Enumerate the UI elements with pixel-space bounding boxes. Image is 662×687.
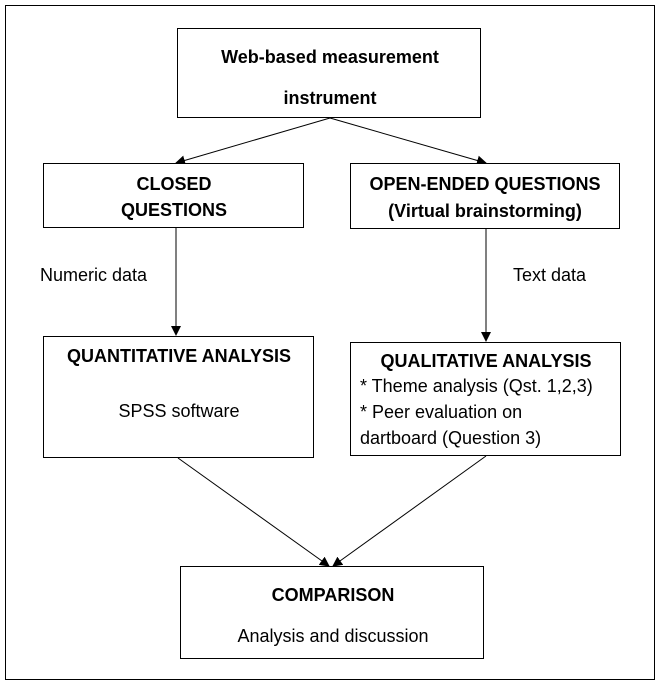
qualitative-analysis-item-1: * Theme analysis (Qst. 1,2,3) (360, 376, 593, 396)
open-questions-line1: OPEN-ENDED QUESTIONS (369, 174, 601, 194)
qualitative-analysis-title: QUALITATIVE ANALYSIS (380, 351, 592, 371)
diagram-frame (5, 5, 655, 680)
comparison-body: Analysis and discussion (237, 626, 429, 646)
text-data-label: Text data (513, 265, 587, 285)
closed-questions-line1: CLOSED (136, 174, 212, 194)
arrow-top-to-closed (175, 117, 331, 166)
numeric-data-label: Numeric data (40, 265, 148, 285)
quantitative-analysis-title: QUANTITATIVE ANALYSIS (66, 346, 292, 366)
open-questions-box (350, 163, 620, 229)
arrow-qual-to-comparison (332, 455, 487, 567)
instrument-title-line1: Web-based measurement (221, 47, 439, 67)
quantitative-analysis-box (43, 336, 314, 458)
qualitative-analysis-item-2: * Peer evaluation on (360, 402, 523, 422)
instrument-box (177, 28, 481, 118)
quantitative-analysis-body: SPSS software (118, 401, 240, 421)
qualitative-analysis-box (350, 342, 621, 456)
closed-questions-box (43, 163, 304, 228)
instrument-title-line2: instrument (283, 88, 377, 108)
open-questions-line2: (Virtual brainstorming) (388, 201, 582, 221)
closed-questions-line2: QUESTIONS (120, 200, 228, 220)
qualitative-analysis-item-2-cont: dartboard (Question 3) (360, 428, 542, 448)
arrow-quant-to-comparison (177, 457, 330, 567)
comparison-title: COMPARISON (271, 585, 395, 605)
arrow-top-to-open (329, 117, 487, 166)
comparison-box (180, 566, 484, 659)
